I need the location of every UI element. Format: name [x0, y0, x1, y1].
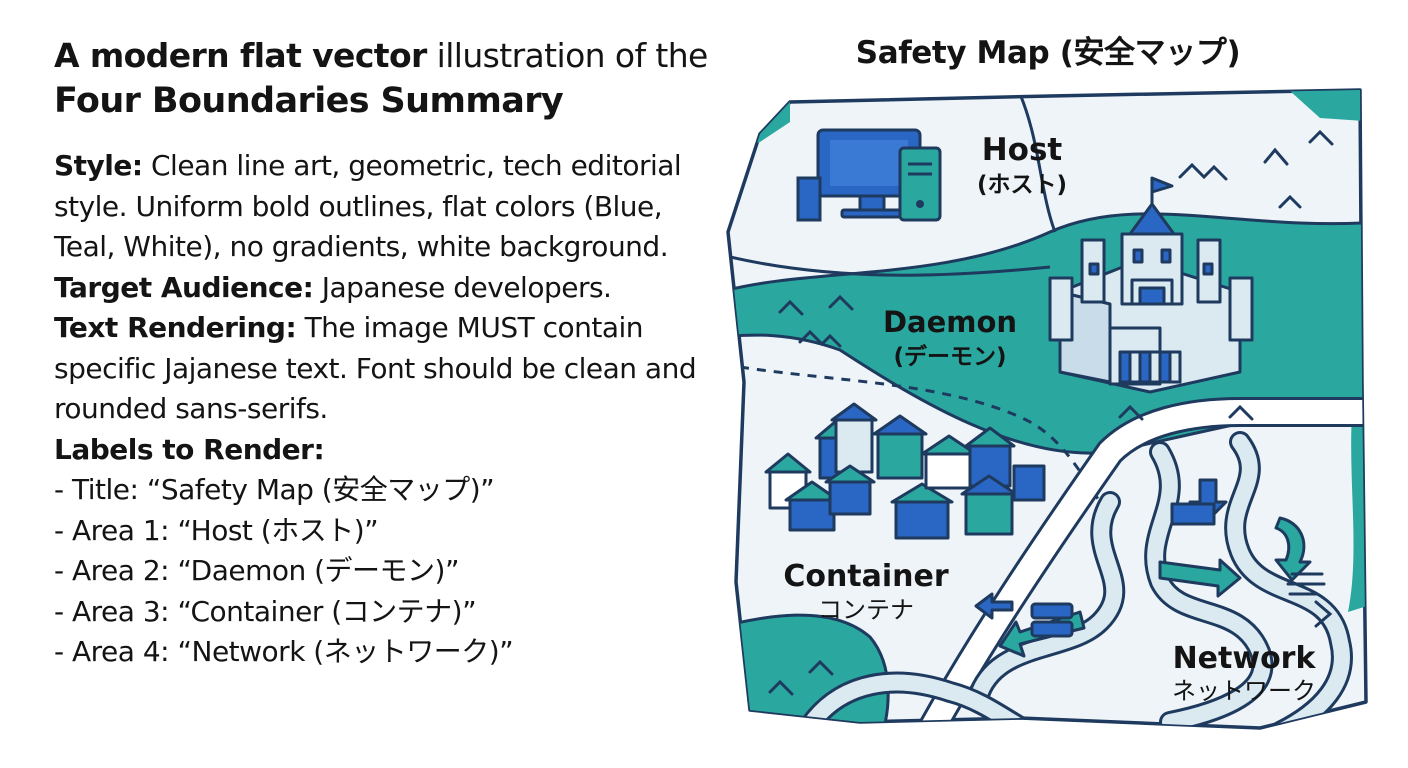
audience-label: Target Audience:	[54, 270, 314, 304]
safety-map: Host (ホスト) Daemon (デーモン) Container コンテナ …	[726, 88, 1368, 730]
container-label-ja: コンテナ	[818, 596, 914, 624]
labels-heading-text: Labels to Render:	[54, 432, 325, 466]
heading-bold: A modern flat vector	[54, 36, 427, 75]
heading-rest: illustration of the	[426, 36, 709, 75]
hill-marks	[768, 129, 1334, 696]
rendering-text: The image MUST contain specific Jajanese…	[54, 311, 697, 425]
heading-line-2: Four Boundaries Summary	[54, 81, 564, 121]
description-panel: A modern flat vector illustration of the…	[54, 34, 708, 673]
daemon-label-ja: (デーモン)	[893, 343, 1006, 370]
teal-corner-top-right	[1280, 90, 1366, 122]
label-item-area-2: - Area 2: “Daemon (デーモン)”	[54, 554, 460, 587]
style-text: Clean line art, geometric, tech editoria…	[54, 149, 682, 263]
computer-monitor-icon	[796, 128, 922, 222]
dashed-trail	[739, 365, 1102, 503]
label-item-area-1: - Area 1: “Host (ホスト)”	[54, 513, 379, 547]
computer-tower-icon	[898, 146, 942, 222]
heading-line-1: A modern flat vector illustration of the	[54, 34, 708, 78]
network-label: Network	[1173, 641, 1317, 676]
town-icon	[764, 402, 1046, 540]
network-label-ja: ネットワーク	[1172, 677, 1316, 705]
map-title: Safety Map (安全マップ)	[855, 35, 1241, 71]
rendering-label: Text Rendering:	[54, 311, 297, 344]
label-item-title: - Title: “Safety Map (安全マップ)”	[54, 473, 495, 506]
audience-paragraph: Target Audience: Japanese developers.	[54, 268, 704, 309]
host-label: Host	[982, 132, 1063, 168]
daemon-label: Daemon	[883, 305, 1017, 339]
audience-text: Japanese developers.	[313, 270, 612, 304]
style-paragraph: Style: Clean line art, geometric, tech e…	[54, 146, 704, 268]
label-item-area-4: - Area 4: “Network (ネットワーク)”	[54, 635, 514, 668]
host-label-ja: (ホスト)	[977, 172, 1067, 198]
container-label: Container	[783, 559, 949, 594]
labels-heading: Labels to Render:	[54, 430, 704, 471]
style-label: Style:	[54, 149, 143, 182]
host-divider	[729, 93, 1057, 277]
castle-icon	[1048, 176, 1254, 394]
network-packet-icons	[1286, 572, 1333, 628]
label-item-area-3: - Area 3: “Container (コンテナ)”	[54, 594, 477, 628]
network-arrow-icons	[974, 478, 1312, 658]
rendering-paragraph: Text Rendering: The image MUST contain s…	[54, 308, 704, 430]
